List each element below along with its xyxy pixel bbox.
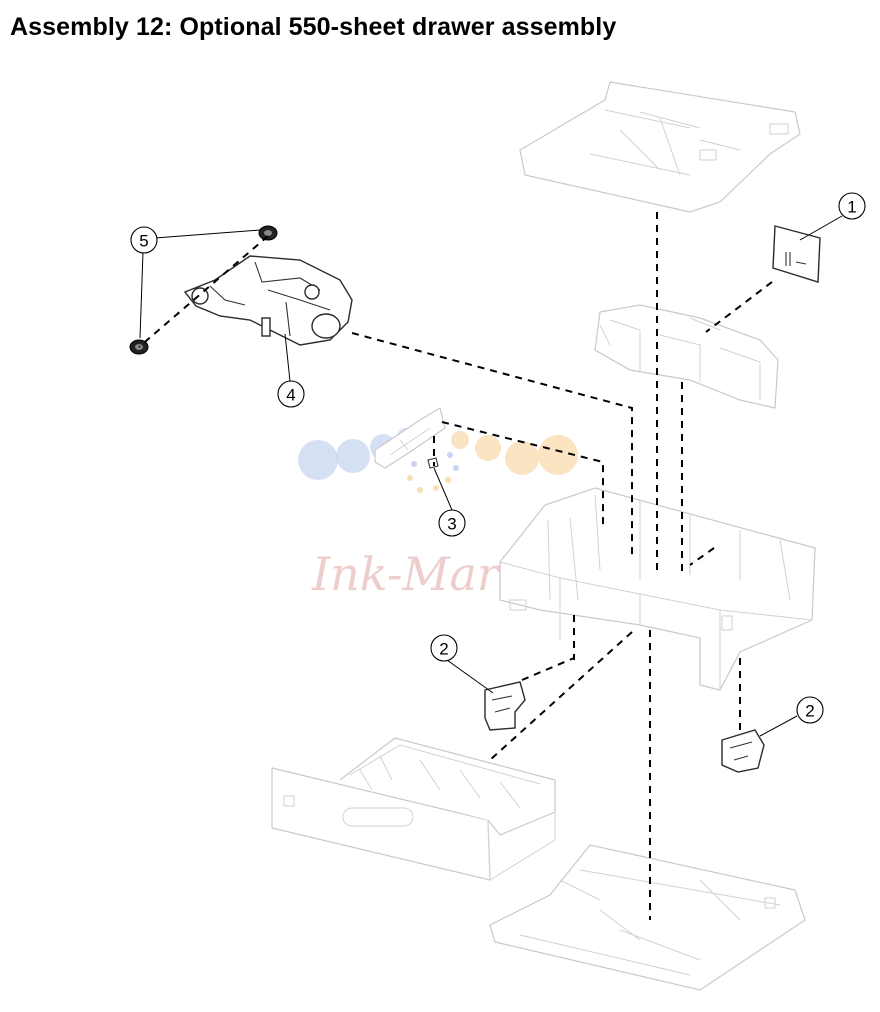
callout-2-right: 2 bbox=[796, 696, 824, 724]
part-3-sensor-bracket bbox=[374, 407, 446, 469]
part-5-roller-top bbox=[258, 225, 278, 241]
part-1-circuit-board bbox=[772, 225, 821, 283]
callout-5-label: 5 bbox=[139, 232, 148, 251]
callout-3: 3 bbox=[438, 509, 466, 537]
bottom-plate bbox=[489, 844, 806, 991]
drawer-frame-housing bbox=[499, 487, 816, 691]
assembly-dash-lines bbox=[138, 212, 773, 920]
callout-2-right-label: 2 bbox=[805, 702, 814, 721]
page-title: Assembly 12: Optional 550-sheet drawer a… bbox=[10, 13, 617, 41]
callout-1-label: 1 bbox=[847, 198, 856, 217]
callout-leader-lines bbox=[139, 215, 843, 737]
part-4-pick-assembly bbox=[183, 255, 353, 346]
upper-frame-assembly bbox=[594, 304, 779, 409]
callout-1: 1 bbox=[838, 192, 866, 220]
watermark-dots bbox=[298, 428, 578, 493]
callout-3-label: 3 bbox=[447, 515, 456, 534]
part-2-latch-right bbox=[721, 729, 765, 773]
callout-4-label: 4 bbox=[286, 386, 295, 405]
top-cover-plate bbox=[519, 81, 801, 213]
paper-tray-drawer bbox=[271, 737, 556, 881]
callout-5: 5 bbox=[130, 226, 158, 254]
callout-2-left-label: 2 bbox=[439, 640, 448, 659]
callout-2-left: 2 bbox=[430, 634, 458, 662]
part-2-latch-left bbox=[484, 681, 526, 731]
callout-4: 4 bbox=[277, 380, 305, 408]
